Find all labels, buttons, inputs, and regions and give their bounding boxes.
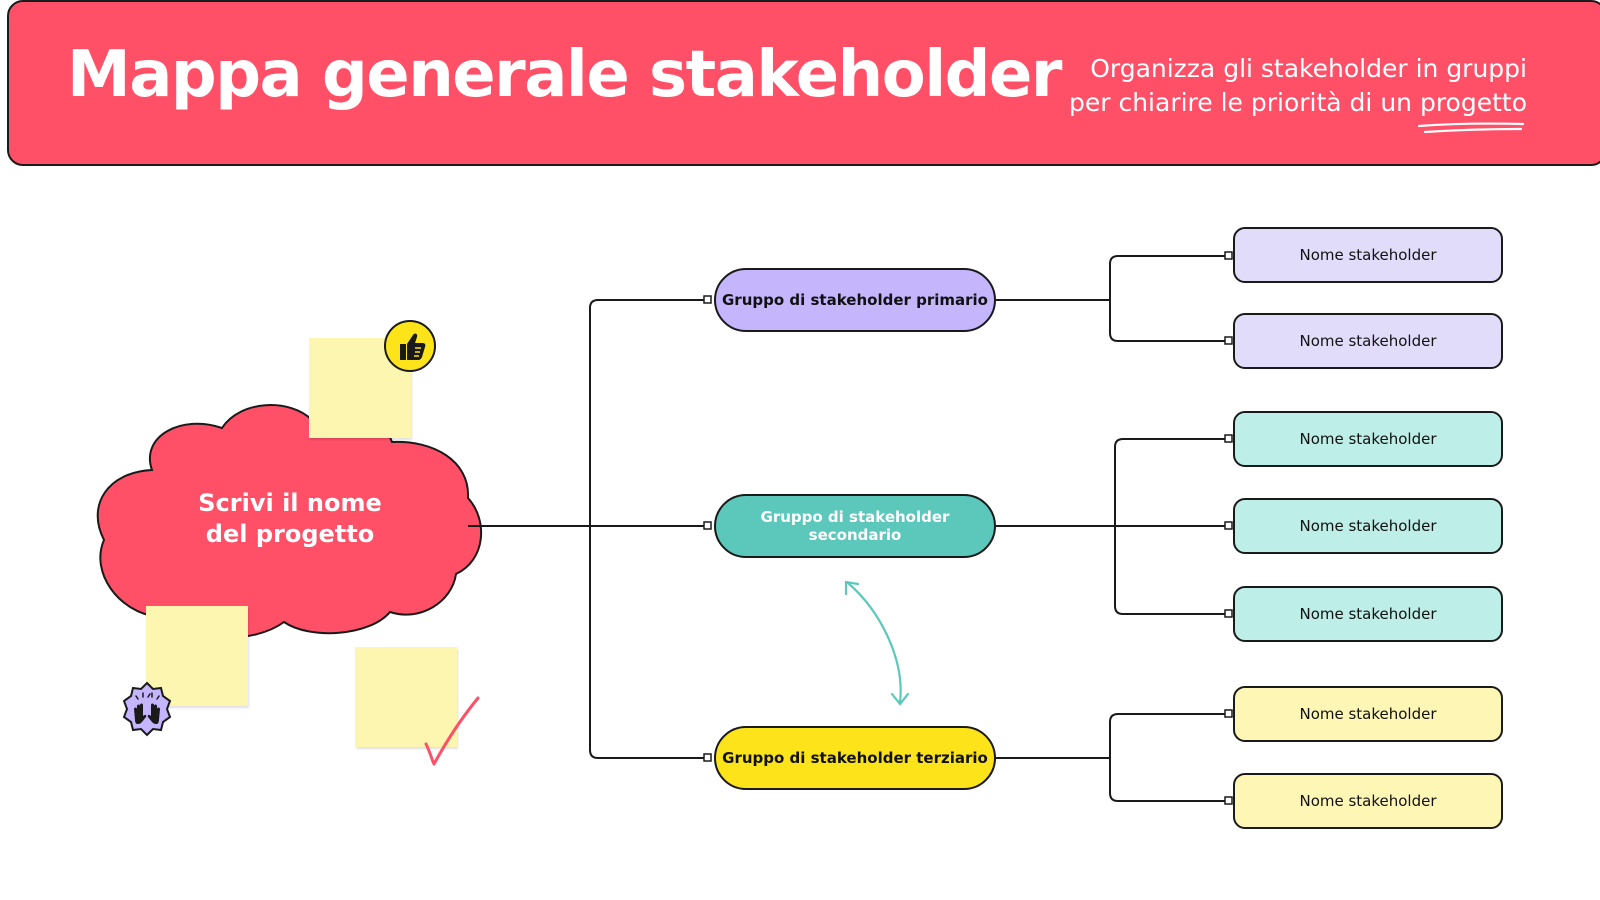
stakeholder-tertiary-1[interactable]: Nome stakeholder — [1233, 686, 1503, 742]
stakeholder-label: Nome stakeholder — [1299, 246, 1437, 264]
project-name-line-1: Scrivi il nome — [198, 489, 382, 517]
group-tertiary-label: Gruppo di stakeholder terziario — [722, 749, 988, 767]
stakeholder-label: Nome stakeholder — [1299, 430, 1437, 448]
stakeholder-label: Nome stakeholder — [1299, 605, 1437, 623]
project-cloud-shape[interactable] — [96, 404, 483, 639]
connector-to-primary — [589, 299, 708, 526]
thumbs-up-icon — [384, 320, 436, 372]
stakeholder-primary-1[interactable]: Nome stakeholder — [1233, 227, 1503, 283]
stakeholder-tertiary-2[interactable]: Nome stakeholder — [1233, 773, 1503, 829]
stakeholder-secondary-3[interactable]: Nome stakeholder — [1233, 586, 1503, 642]
group-secondary-label: Gruppo di stakeholder secondario — [760, 508, 950, 544]
stakeholder-label: Nome stakeholder — [1299, 792, 1437, 810]
stakeholder-label: Nome stakeholder — [1299, 517, 1437, 535]
header-banner: Mappa generale stakeholder Organizza gli… — [7, 0, 1600, 166]
project-name-line-2: del progetto — [205, 520, 375, 548]
project-name-label[interactable]: Scrivi il nome del progetto — [170, 488, 410, 550]
sticky-note-right[interactable] — [355, 647, 457, 747]
group-secondary-node[interactable]: Gruppo di stakeholder secondario — [714, 494, 996, 558]
handwritten-underline-icon — [1417, 122, 1525, 134]
checkmark-icon — [424, 696, 480, 766]
raised-hands-icon — [122, 681, 172, 737]
subtitle-line-1: Organizza gli stakeholder in gruppi — [1090, 54, 1527, 83]
subtitle-line-2: per chiarire le priorità di un progetto — [1068, 88, 1527, 117]
connector-primary-2 — [1109, 300, 1228, 342]
connector-endpoints — [703, 251, 1233, 805]
group-primary-node[interactable]: Gruppo di stakeholder primario — [714, 268, 996, 332]
stakeholder-primary-2[interactable]: Nome stakeholder — [1233, 313, 1503, 369]
stakeholder-label: Nome stakeholder — [1299, 705, 1437, 723]
group-primary-label: Gruppo di stakeholder primario — [722, 291, 988, 309]
connector-to-tertiary — [589, 526, 708, 759]
stakeholder-label: Nome stakeholder — [1299, 332, 1437, 350]
connector-secondary-3 — [1114, 526, 1228, 615]
sticky-note-left[interactable] — [146, 606, 248, 706]
stakeholder-secondary-1[interactable]: Nome stakeholder — [1233, 411, 1503, 467]
connector-tertiary-1 — [1109, 713, 1228, 758]
stakeholder-secondary-2[interactable]: Nome stakeholder — [1233, 498, 1503, 554]
connector-primary-1 — [1109, 255, 1228, 300]
page-title: Mappa generale stakeholder — [67, 38, 1062, 112]
connector-tertiary-2 — [1109, 758, 1228, 802]
group-tertiary-node[interactable]: Gruppo di stakeholder terziario — [714, 726, 996, 790]
subtitle: Organizza gli stakeholder in gruppi per … — [1007, 52, 1527, 120]
connector-secondary-1 — [1114, 438, 1228, 526]
bidirectional-arrow-icon — [844, 580, 910, 706]
